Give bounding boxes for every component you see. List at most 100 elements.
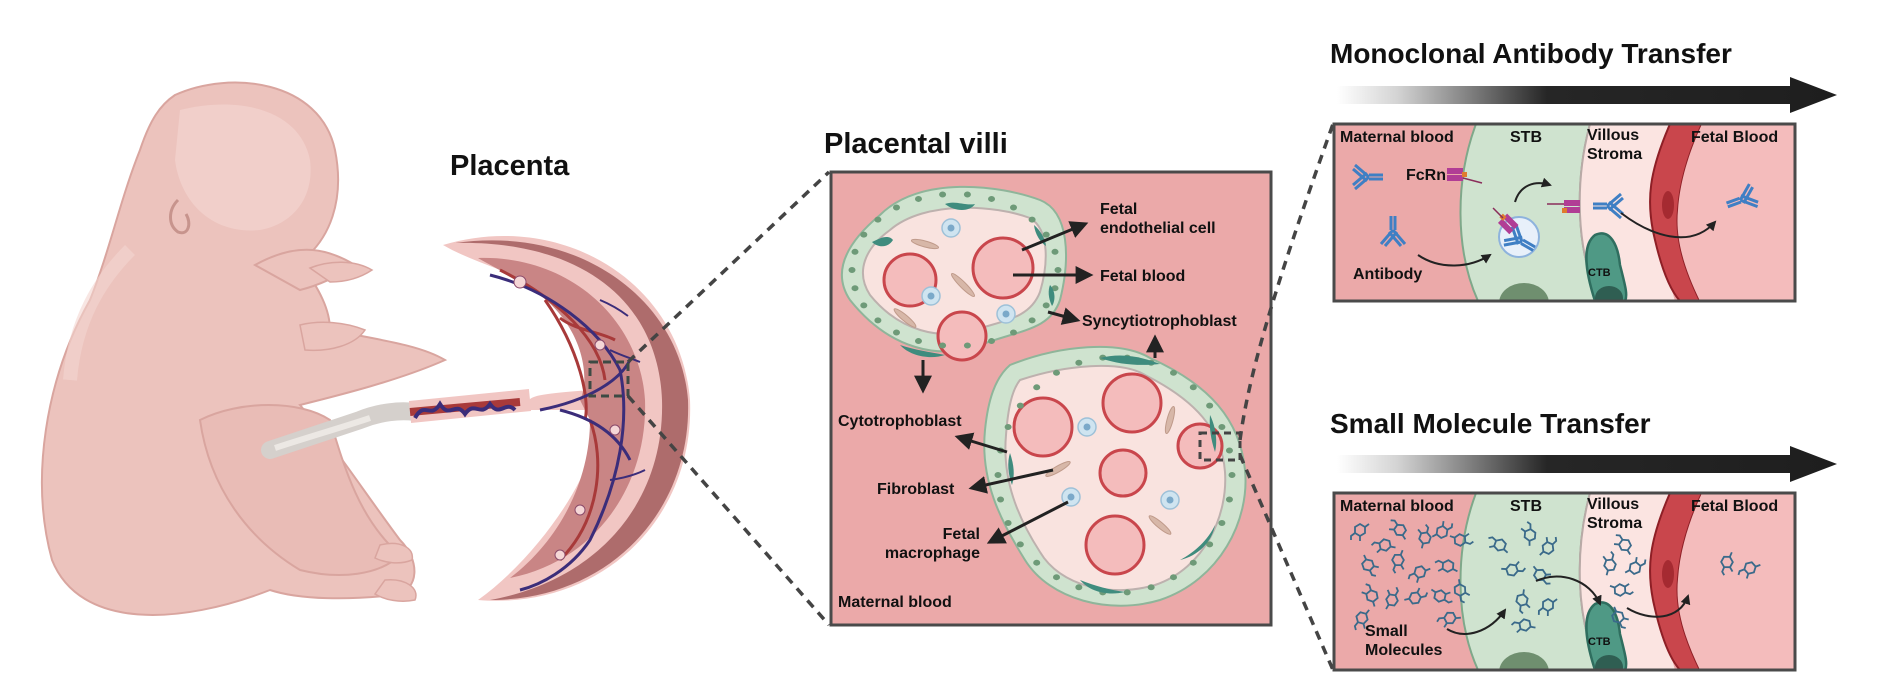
trophoblast-nucleus <box>1189 559 1197 566</box>
arrow-to-fetal <box>1620 212 1717 239</box>
trophoblast-nucleus <box>988 195 996 202</box>
trophoblast-nucleus <box>914 338 922 345</box>
ctb-cell <box>1585 232 1628 301</box>
trophoblast-nucleus <box>1016 541 1024 548</box>
trophoblast-nucleus <box>994 472 1002 478</box>
label-antibody: Antibody <box>1353 266 1423 283</box>
trophoblast-nucleus <box>1206 541 1214 548</box>
trophoblast-nucleus <box>963 342 971 349</box>
placenta-title: Placenta <box>450 150 570 182</box>
label-line: endothelial cell <box>1100 220 1216 237</box>
antibody-panel-title: Monoclonal Antibody Transfer <box>1330 38 1732 69</box>
label-small-molecules: Small Molecules <box>1365 622 1442 660</box>
trophoblast-nucleus <box>874 216 882 223</box>
hand-top <box>308 261 374 283</box>
label-fcrn: FcRn <box>1406 167 1446 184</box>
trophoblast-nucleus <box>1170 369 1177 376</box>
arrow-molecule-fetal <box>1626 594 1691 618</box>
trophoblast-nucleus <box>1054 267 1062 273</box>
trophoblast-nucleus <box>892 329 900 336</box>
trophoblast-nucleus <box>1033 559 1041 566</box>
placenta-outer <box>443 235 691 601</box>
label-cytotrophoblast: Cytotrophoblast <box>838 413 962 430</box>
label-fetal-macrophage: Fetal macrophage <box>870 525 980 563</box>
trophoblast-nucleus <box>860 302 868 309</box>
arrow-molecule-stroma <box>1535 575 1602 606</box>
label-line: Molecules <box>1365 642 1443 659</box>
ear-icon <box>169 198 191 235</box>
zone-villous-stroma: Villous Stroma <box>1587 126 1642 164</box>
zone-maternal-blood: Maternal blood <box>1340 498 1454 515</box>
trophoblast-nucleus <box>1075 359 1083 366</box>
placenta-cotyledons <box>478 257 646 578</box>
fcrn-receptor-icon <box>1447 168 1483 184</box>
trophoblast-nucleus <box>848 267 856 273</box>
zone-fetal-blood: Fetal Blood <box>1691 129 1779 146</box>
trophoblast-nucleus <box>1189 384 1197 391</box>
antibody-transfer-panel <box>1332 77 1837 303</box>
trophoblast-nucleus <box>1206 402 1214 409</box>
fcrn-receptor-icon <box>1547 200 1580 213</box>
trophoblast-nucleus <box>1010 204 1018 211</box>
label-line: Fetal <box>942 526 980 543</box>
villi-title: Placental villi <box>824 128 1008 160</box>
trophoblast-nucleus <box>874 317 882 324</box>
fetal-vessel <box>1084 514 1146 576</box>
trophoblast-nucleus <box>1053 574 1060 581</box>
arrow-fibroblast <box>968 468 1054 494</box>
trophoblast-nucleus <box>1218 519 1226 526</box>
zoom-connector-top <box>626 170 831 364</box>
label-line: macrophage <box>884 545 980 562</box>
fcrn-receptor-icon <box>1492 207 1519 235</box>
trophoblast-nucleus <box>1075 584 1083 591</box>
trophoblast-nucleus <box>1028 216 1036 223</box>
villi-zoom-box <box>1198 431 1242 462</box>
trophoblast-nucleus <box>1228 472 1236 478</box>
small-molecule-panel-title: Small Molecule Transfer <box>1330 408 1651 439</box>
trophoblast-nucleus <box>1051 248 1059 255</box>
label-line: Fetal <box>1100 201 1138 218</box>
trophoblast-nucleus <box>1218 424 1226 431</box>
small-molecule-panel-box <box>1332 491 1797 672</box>
small-molecule-transfer-panel <box>1332 446 1837 672</box>
zone-stb: STB <box>1510 498 1542 515</box>
zoom-connector-sm <box>1238 454 1335 671</box>
trophoblast-nucleus <box>1123 589 1131 596</box>
trophoblast-nucleus <box>1225 496 1233 503</box>
zone-stb: STB <box>1510 129 1542 146</box>
fetus-illustration <box>41 81 448 616</box>
fetal-vessel <box>936 310 988 362</box>
arrow-fetal-macrophage <box>986 500 1069 544</box>
trophoblast-nucleus <box>1004 424 1012 431</box>
arrow-fetal-endothelial <box>1021 221 1089 252</box>
stb-nucleus <box>1499 283 1549 301</box>
foot-upper <box>374 542 414 564</box>
zone-fetal-blood: Fetal Blood <box>1691 498 1779 515</box>
trophoblast-nucleus <box>939 191 947 198</box>
trophoblast-nucleus <box>860 231 868 238</box>
label-syncytiotrophoblast: Syncytiotrophoblast <box>1082 313 1237 330</box>
trophoblast-nucleus <box>1042 231 1050 238</box>
ctb-cell <box>1585 601 1628 670</box>
umbilical-cord <box>261 389 532 459</box>
trophoblast-nucleus <box>1225 447 1233 454</box>
label-line: Stroma <box>1587 146 1643 163</box>
label-fetal-blood: Fetal blood <box>1100 268 1186 285</box>
fetal-vessel <box>1101 372 1163 434</box>
label-ctb: CTB <box>1588 636 1611 648</box>
trophoblast-nucleus <box>1033 384 1041 391</box>
label-line: Villous <box>1587 127 1640 144</box>
stb-nucleus <box>1499 652 1549 670</box>
trophoblast-nucleus <box>851 285 859 292</box>
trophoblast-nucleus <box>988 338 996 345</box>
fetal-vessel <box>1098 448 1148 498</box>
label-fibroblast: Fibroblast <box>877 481 955 498</box>
trophoblast-nucleus <box>914 195 922 202</box>
trophoblast-nucleus <box>1004 519 1012 526</box>
arrow-antibody-uptake <box>1417 253 1492 267</box>
trophoblast-nucleus <box>1042 302 1050 309</box>
trophoblast-nucleus <box>892 204 900 211</box>
label-ctb: CTB <box>1588 267 1611 279</box>
zone-maternal-blood: Maternal blood <box>1340 129 1454 146</box>
